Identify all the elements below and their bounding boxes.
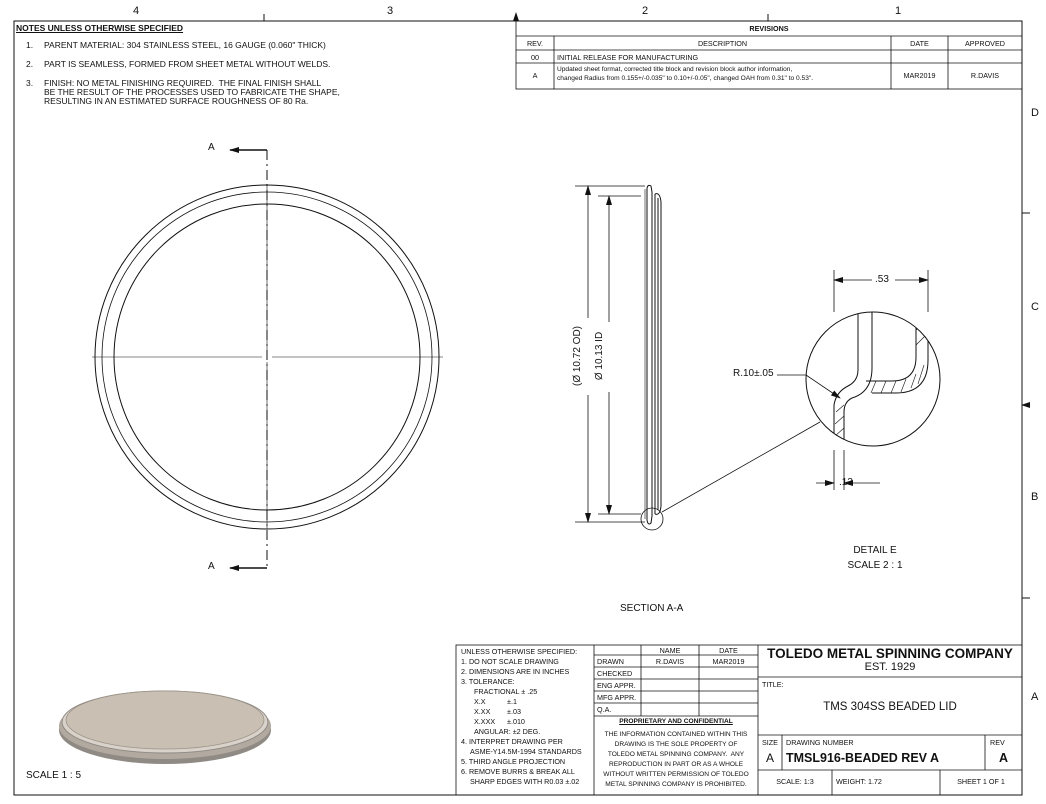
signoff-label: CHECKED	[597, 669, 633, 678]
signoff-header-name: NAME	[659, 646, 681, 655]
center-arrow-icon	[1021, 402, 1030, 408]
drawing-title: TMS 304SS BEADED LID	[823, 701, 957, 713]
tolerance-text: 3. TOLERANCE:	[461, 677, 515, 686]
id-dimension: Ø 10.13 ID	[594, 331, 606, 381]
revision-description: Updated sheet format, corrected title bl…	[557, 66, 793, 73]
tolerance-text: 2. DIMENSIONS ARE IN INCHES	[461, 667, 570, 676]
drawing-scale: SCALE: 1:3	[776, 777, 814, 786]
proprietary-text: WITHOUT WRITTEN PERMISSION OF TOLEDO	[603, 771, 749, 778]
signoff-label: ENG APPR.	[597, 681, 636, 690]
section-line	[229, 147, 268, 571]
zone-label-right: D	[1031, 107, 1039, 119]
title-label: TITLE:	[762, 680, 784, 689]
revisions-header-date: DATE	[910, 39, 929, 48]
revisions-title: REVISIONS	[749, 24, 789, 33]
note-text: FINISH: NO METAL FINISHING REQUIRED. THE…	[44, 78, 322, 88]
section-title: SECTION A-A	[620, 603, 684, 614]
note-number: 1.	[26, 40, 34, 50]
section-marker-label: A	[208, 142, 215, 153]
tolerance-text: ±.010	[507, 717, 525, 726]
revision-description: INITIAL RELEASE FOR MANUFACTURING	[557, 53, 699, 62]
zone-label-right: A	[1031, 691, 1039, 703]
tolerance-text: 6. REMOVE BURRS & BREAK ALL	[461, 767, 575, 776]
zone-label-top: 4	[133, 5, 140, 17]
tolerance-text: 4. INTERPRET DRAWING PER	[461, 737, 563, 746]
note-number: 2.	[26, 59, 34, 69]
isometric-part-image	[59, 690, 271, 764]
signoff-drawn-date: MAR2019	[712, 657, 745, 666]
sheet-border	[13, 14, 1030, 796]
revision-table-lines	[515, 20, 1023, 90]
rev-label: REV	[990, 738, 1005, 747]
signoff-label: MFG APPR.	[597, 693, 637, 702]
drawing-weight: WEIGHT: 1.72	[836, 777, 882, 786]
tolerance-text: ASME-Y14.5M-1994 STANDARDS	[470, 747, 582, 756]
note-text: PARENT MATERIAL: 304 STAINLESS STEEL, 16…	[44, 40, 326, 50]
signoff-label: DRAWN	[597, 657, 624, 666]
notes-heading: NOTES UNLESS OTHERWISE SPECIFIED	[16, 23, 184, 33]
detail-view	[777, 270, 941, 490]
tolerance-text: X.XX	[474, 707, 491, 716]
tolerance-text: UNLESS OTHERWISE SPECIFIED:	[461, 647, 578, 656]
note-number: 3.	[26, 78, 34, 88]
signoff-label: Q.A.	[597, 705, 612, 714]
size-label: SIZE	[762, 738, 778, 747]
tolerance-text: ±.1	[507, 697, 517, 706]
section-profile	[640, 184, 664, 531]
note-text: RESULTING IN AN ESTIMATED SURFACE ROUGHN…	[44, 96, 309, 106]
tolerance-text: 1. DO NOT SCALE DRAWING	[461, 657, 559, 666]
proprietary-text: DRAWING IS THE SOLE PROPERTY OF	[614, 741, 738, 748]
company-est: EST. 1929	[864, 661, 916, 673]
tolerance-text: X.X	[474, 697, 486, 706]
detail-scale: SCALE 2 : 1	[847, 560, 903, 571]
od-dimension: (Ø 10.72 OD)	[572, 325, 584, 387]
detail-radius-dimension: R.10±.05	[733, 368, 774, 379]
proprietary-text: METAL SPINNING COMPANY IS PROHIBITED.	[605, 781, 747, 788]
section-marker-label: A	[208, 561, 215, 572]
signoff-header-date: DATE	[719, 646, 738, 655]
zone-label-top: 1	[895, 5, 902, 17]
tolerance-text: ±.03	[507, 707, 521, 716]
drawing-number: TMSL916-BEADED REV A	[786, 751, 940, 765]
zone-label-right: C	[1031, 301, 1039, 313]
revision-rev: A	[532, 71, 538, 80]
revisions-header-rev: REV.	[526, 39, 544, 48]
tolerance-text: FRACTIONAL ± .25	[474, 687, 538, 696]
note-text: BE THE RESULT OF THE PROCESSES USED TO F…	[44, 87, 340, 97]
tolerance-text: SHARP EDGES WITH R0.03 ±.02	[470, 777, 580, 786]
section-dimensions	[575, 185, 821, 523]
drawing-rev: A	[998, 751, 1009, 765]
title-block-lines	[455, 644, 1023, 796]
detail-height-dimension: .53	[875, 274, 889, 285]
tolerance-text: X.XXX	[474, 717, 496, 726]
signoff-drawn-name: R.DAVIS	[655, 657, 685, 666]
sheet-size: A	[765, 751, 774, 765]
revision-rev: 00	[531, 53, 539, 62]
zone-label-right: B	[1031, 491, 1039, 503]
zone-label-top: 3	[387, 5, 394, 17]
center-arrow-icon	[513, 12, 519, 21]
revision-description: changed Radius from 0.155+/-0.035" to 0.…	[557, 75, 814, 82]
revision-approved: R.DAVIS	[970, 71, 1000, 80]
sheet-number: SHEET 1 OF 1	[957, 777, 1005, 786]
detail-title: DETAIL E	[853, 545, 897, 556]
detail-thickness-dimension: .13	[839, 477, 853, 488]
proprietary-text: TOLEDO METAL SPINNING COMPANY. ANY	[607, 751, 745, 758]
proprietary-title: PROPRIETARY AND CONFIDENTIAL	[619, 718, 733, 725]
drawing-number-label: DRAWING NUMBER	[786, 738, 854, 747]
revision-date: MAR2019	[903, 71, 936, 80]
revisions-header-approved: APPROVED	[965, 39, 1005, 48]
zone-label-top: 2	[642, 5, 649, 17]
tolerance-text: 5. THIRD ANGLE PROJECTION	[461, 757, 566, 766]
note-text: PART IS SEAMLESS, FORMED FROM SHEET META…	[44, 59, 331, 69]
tolerance-text: ANGULAR: ±2 DEG.	[474, 727, 541, 736]
proprietary-text: THE INFORMATION CONTAINED WITHIN THIS	[604, 731, 748, 738]
company-name: TOLEDO METAL SPINNING COMPANY	[767, 646, 1013, 661]
isometric-scale: SCALE 1 : 5	[26, 770, 82, 781]
proprietary-text: REPRODUCTION IN PART OR AS A WHOLE	[608, 761, 744, 768]
revisions-header-description: DESCRIPTION	[697, 39, 748, 48]
